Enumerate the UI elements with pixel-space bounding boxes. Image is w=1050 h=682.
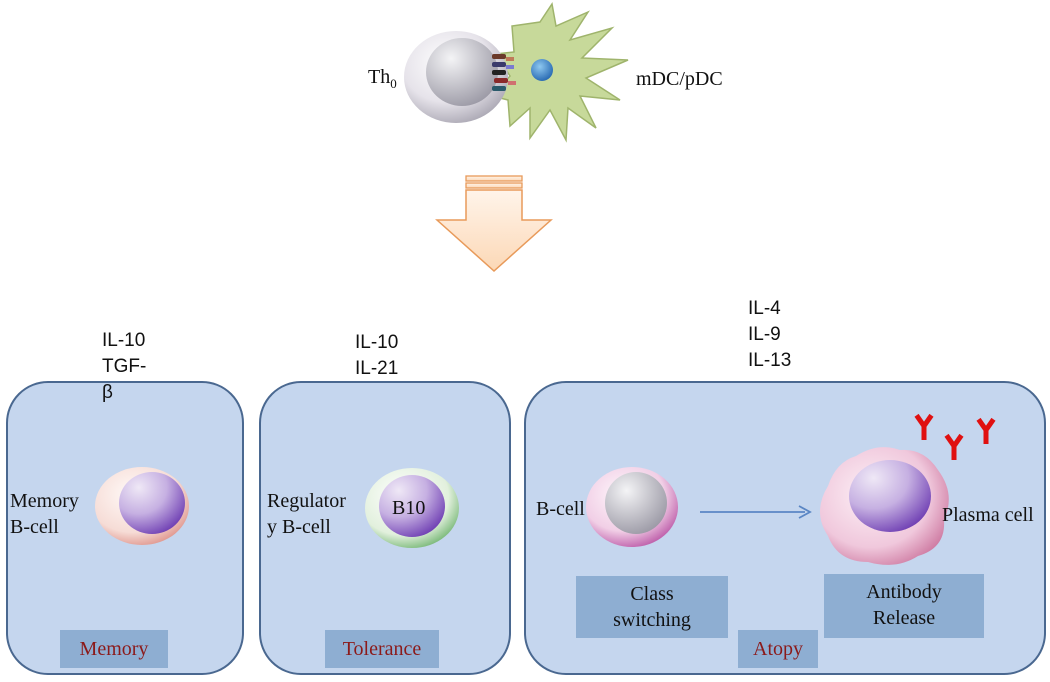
th0-label: Th0: [368, 66, 397, 91]
memory-bcell: [95, 467, 189, 545]
regulatory-bcell: [365, 468, 459, 548]
th0-cell: [404, 31, 508, 123]
regulatory-bcell-label: Regulator y B-cell: [267, 490, 346, 538]
cytokine: IL-10: [355, 332, 399, 353]
tolerance-label-box: Tolerance: [325, 630, 439, 668]
memory-label-box: Memory: [60, 630, 168, 668]
bcell-label: B-cell: [536, 498, 585, 520]
memory-cytokines: IL-10 TGF- β: [102, 328, 146, 406]
down-arrow: [435, 175, 553, 273]
plasma-cell-label: Plasma cell: [942, 504, 1034, 526]
atopy-cytokines: IL-4 IL-9 IL-13: [748, 296, 791, 374]
atopy-bcell: [586, 467, 678, 547]
memory-bcell-label: Memory B-cell: [10, 490, 79, 538]
cytokine: IL-10: [102, 330, 146, 351]
cytokine: IL-4: [748, 298, 781, 319]
atopy-label-box: Atopy: [738, 630, 818, 668]
dc-label: mDC/pDC: [636, 68, 723, 90]
th0-subscript: 0: [390, 76, 397, 91]
cytokine: β: [102, 382, 113, 403]
receptor-bars: [492, 54, 516, 91]
class-switching-box: Class switching: [576, 576, 728, 638]
tolerance-cytokines: IL-10 IL-21: [355, 330, 398, 382]
plasma-cell: [820, 447, 949, 565]
cytokine: IL-9: [748, 324, 781, 345]
cytokine: IL-21: [355, 358, 399, 379]
cytokine: IL-13: [748, 350, 792, 371]
antibody-release-box: Antibody Release: [824, 574, 984, 638]
dc-nucleus: [531, 59, 553, 81]
class-switch-arrow: [700, 505, 812, 519]
cytokine: TGF-: [102, 356, 147, 377]
antibody-icon: [914, 413, 996, 460]
dendritic-cell: [490, 2, 629, 143]
b10-label: B10: [392, 497, 426, 519]
